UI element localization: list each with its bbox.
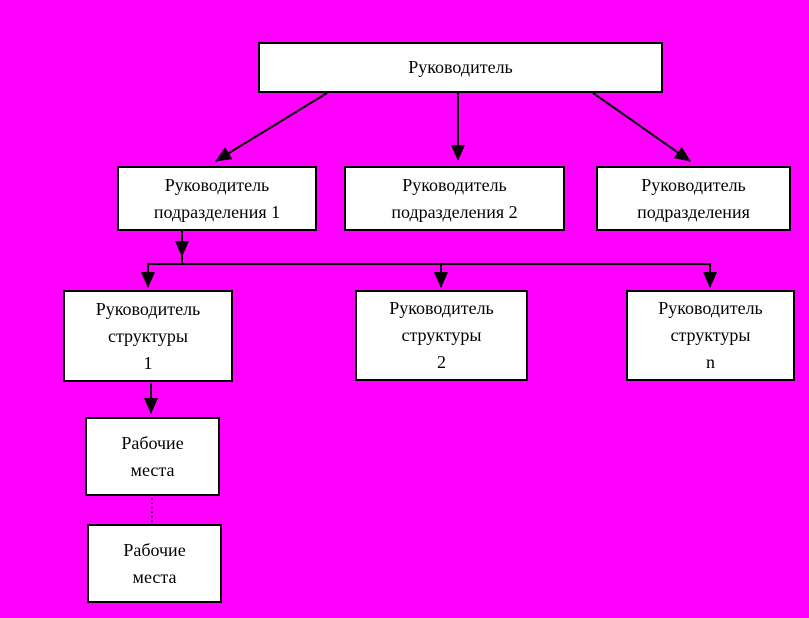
node-workplaces-1: Рабочие места — [85, 417, 220, 496]
node-department-head-2: Руководитель подразделения 2 — [344, 166, 565, 231]
node-workplaces-2: Рабочие места — [87, 524, 222, 603]
node-director: Руководитель — [258, 42, 663, 93]
arrow-root-to-dept1 — [215, 92, 328, 162]
node-department-head-n: Руководитель подразделения — [596, 166, 791, 231]
node-structure-head-2: Руководитель структуры 2 — [355, 290, 528, 381]
node-structure-head-1: Руководитель структуры 1 — [63, 290, 233, 382]
arrow-root-to-dept3 — [592, 92, 691, 162]
node-department-head-1: Руководитель подразделения 1 — [117, 166, 317, 231]
node-structure-head-n: Руководитель структуры n — [626, 290, 795, 381]
